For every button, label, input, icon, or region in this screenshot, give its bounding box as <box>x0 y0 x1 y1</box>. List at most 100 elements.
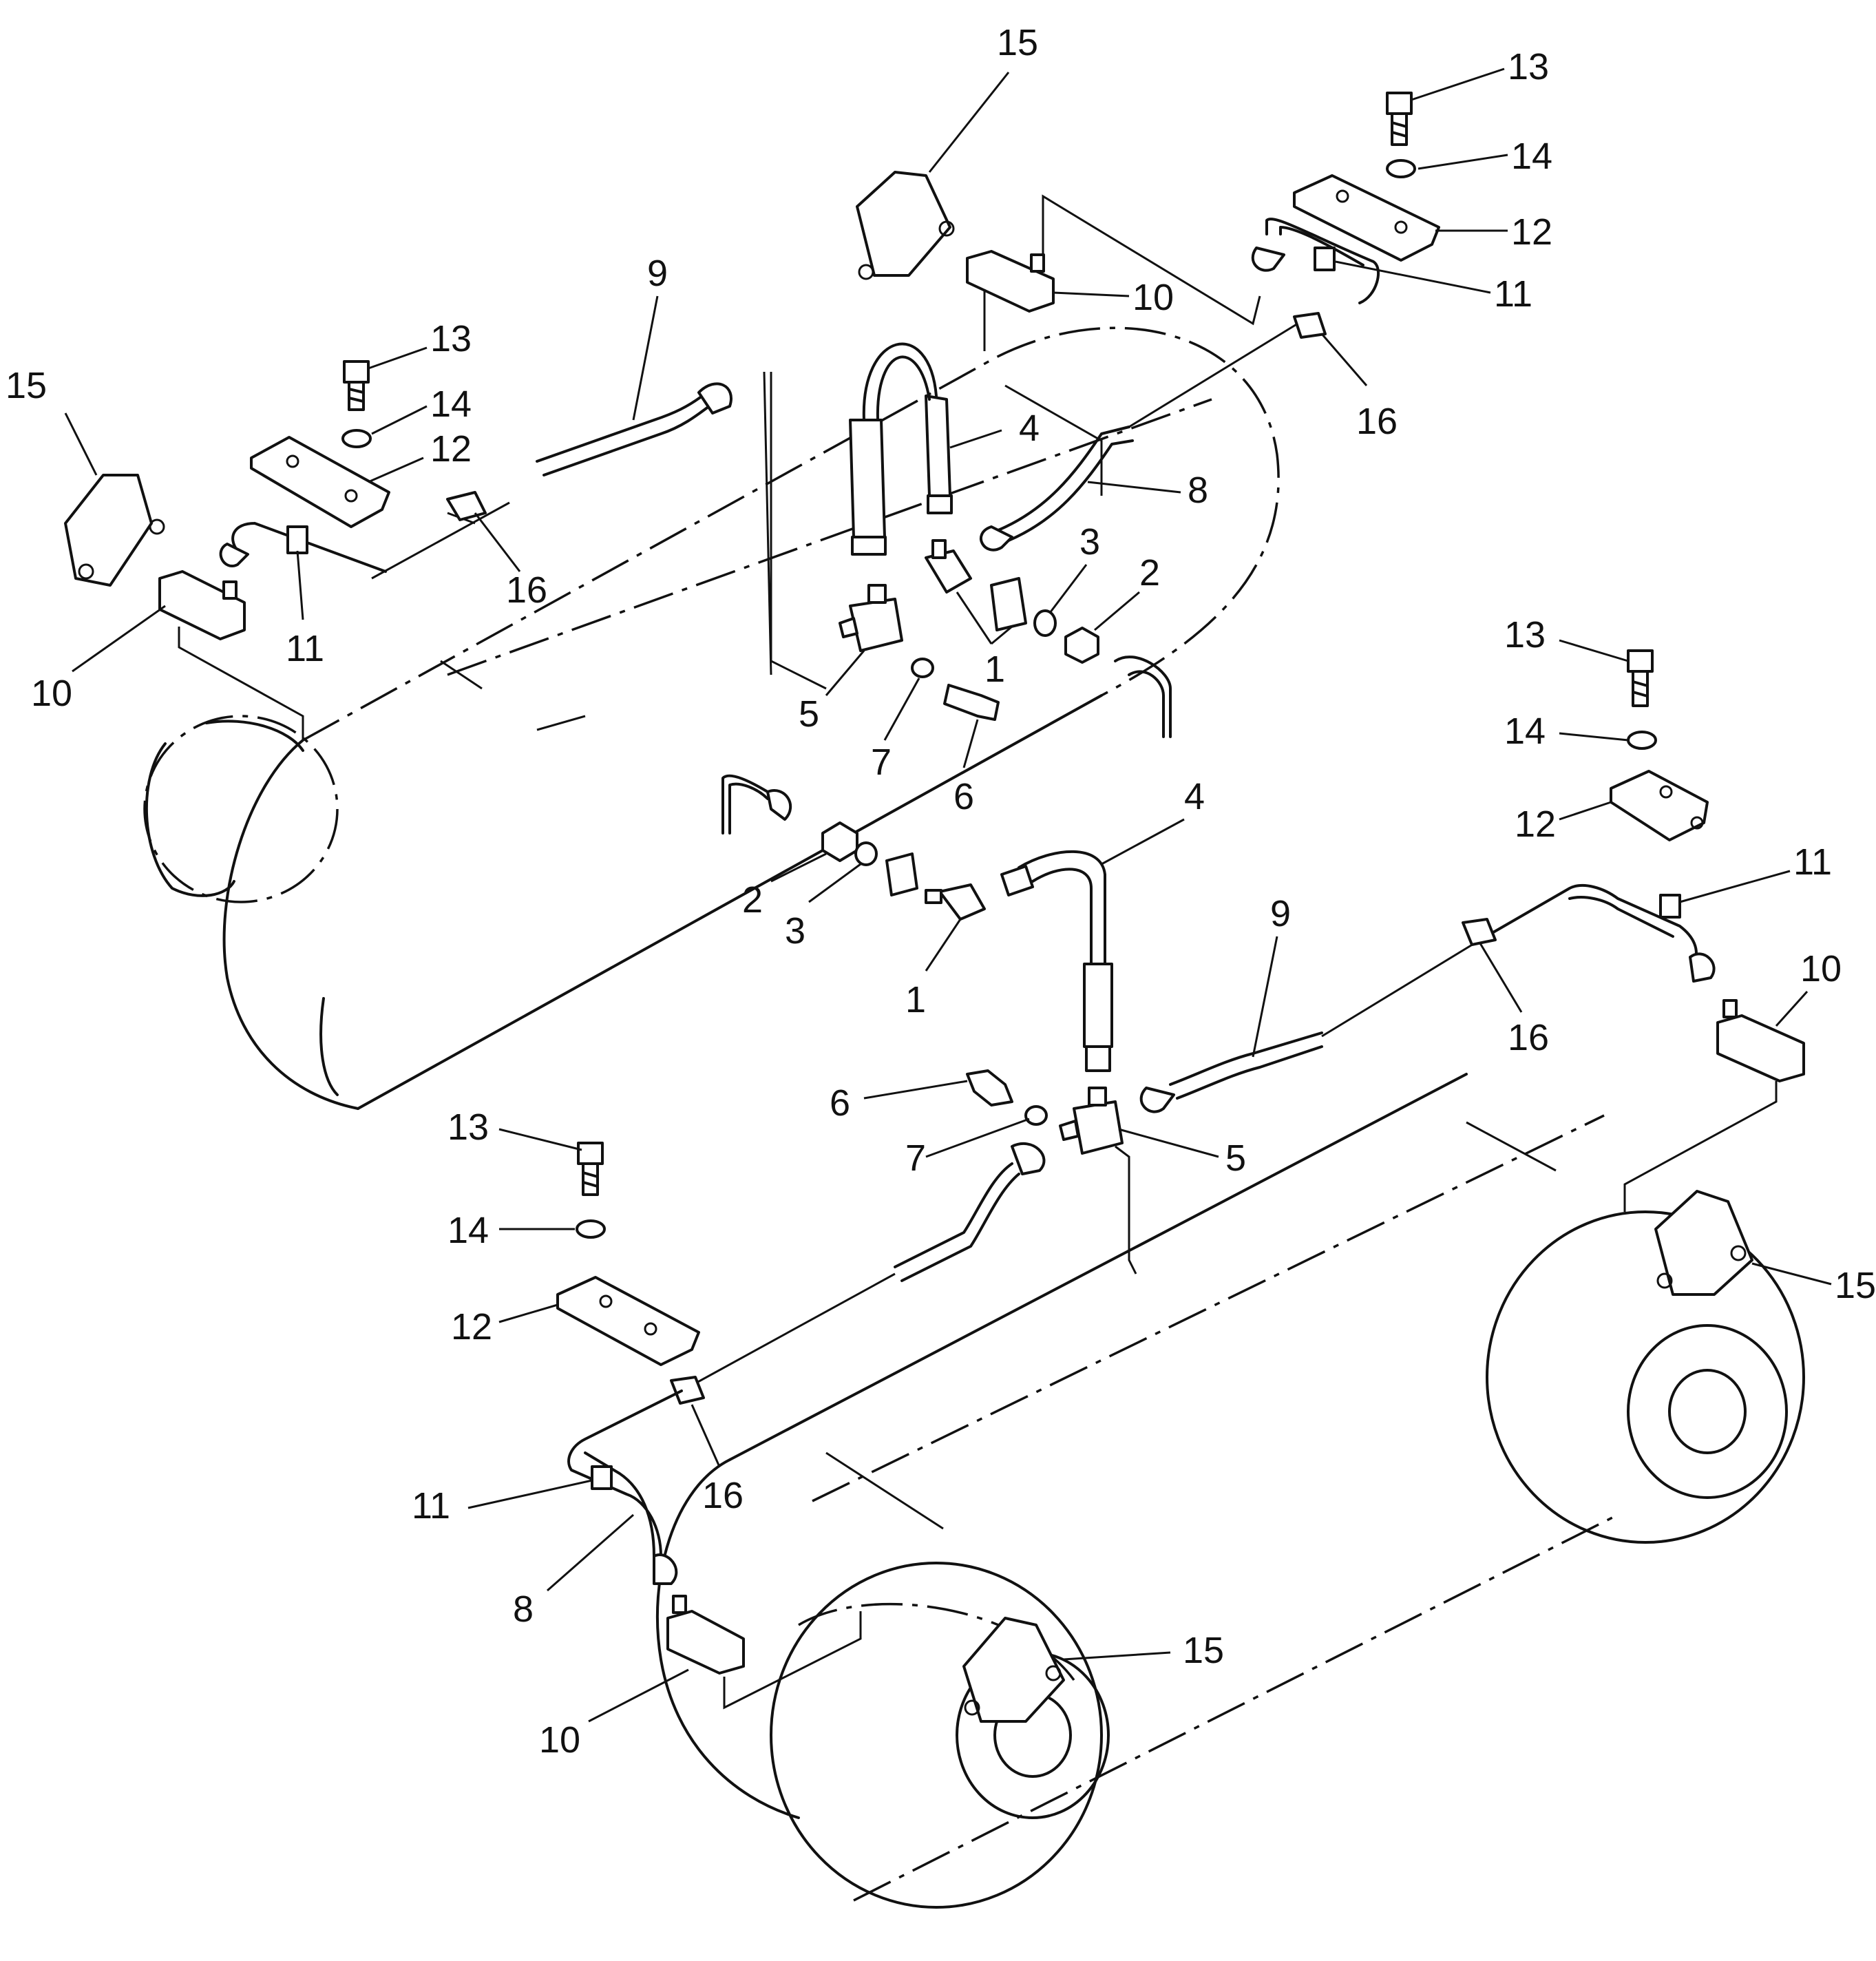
callout-11d: 11 <box>412 1485 450 1527</box>
grease-block-10-top <box>966 250 1055 313</box>
callout-7a: 7 <box>871 742 892 783</box>
callout-4a: 4 <box>1019 408 1040 449</box>
callout-3a: 3 <box>1079 521 1100 563</box>
plate-12-top-right-hole-2 <box>1394 220 1408 234</box>
lower-frame-end-left <box>655 1458 800 1819</box>
tee-5-port <box>839 617 858 638</box>
plate-12-lower-hole-2 <box>644 1322 657 1336</box>
fitting-right <box>1689 952 1716 983</box>
lower-frame-panel <box>825 1121 1557 1530</box>
clip-16-lower <box>670 1376 705 1405</box>
leader-4b <box>1101 818 1185 866</box>
washer-7-lower <box>1024 1105 1048 1126</box>
callout-7b: 7 <box>905 1137 926 1179</box>
pipe-9-upper <box>536 395 704 463</box>
lower-front-wheel-hub <box>1668 1369 1747 1454</box>
guard-15-lower <box>962 1617 1065 1723</box>
upper-frame-outline-left <box>222 739 359 1110</box>
callout-13d: 13 <box>447 1107 489 1148</box>
leader-10-to-frame <box>178 627 304 740</box>
pipe-upper-left-elbow <box>231 522 387 573</box>
leader-15a <box>64 412 98 476</box>
callout-16a: 16 <box>506 569 547 611</box>
guard-15-top <box>856 171 951 277</box>
tee-5-upper <box>849 598 903 652</box>
lower-front-wheel <box>1486 1210 1805 1544</box>
guard-15-right-hole <box>1656 1272 1673 1289</box>
upper-frame-inner-left <box>319 997 339 1096</box>
callout-10b: 10 <box>1132 277 1174 318</box>
tee-5-nipple <box>867 584 887 604</box>
leader-12c <box>1559 801 1612 821</box>
guard-15-hole-2 <box>149 518 165 535</box>
leader-14b <box>1417 154 1508 170</box>
hose-4-end-a <box>851 536 887 556</box>
plate-12-lower-hole <box>599 1294 613 1308</box>
upper-left-parts <box>64 360 390 740</box>
bolt-13-thread <box>348 381 365 411</box>
leader-5b <box>1118 1128 1219 1158</box>
pipe-right-elbow <box>1479 884 1698 965</box>
valve-1-mid-stem <box>925 889 942 904</box>
leader-8b <box>547 1513 634 1592</box>
leader-1a <box>956 591 1013 645</box>
clip-16-right <box>1462 918 1497 946</box>
callout-10d: 10 <box>539 1719 580 1761</box>
leader-11c <box>1679 870 1791 903</box>
callout-8a: 8 <box>1188 470 1208 511</box>
callout-1b: 1 <box>905 979 926 1020</box>
bolt-13-top-right-thread <box>1391 112 1408 146</box>
line-16-top-right <box>1128 322 1298 428</box>
callout-15c: 15 <box>1835 1265 1876 1306</box>
grease-nipple-top <box>1030 253 1045 273</box>
leader-14a <box>371 405 428 435</box>
leader-lines <box>64 67 1832 1723</box>
clamp-11-lower <box>591 1465 613 1490</box>
fitting-8-upper <box>979 525 1013 552</box>
callout-15d: 15 <box>1183 1630 1224 1671</box>
upper-idler-wheel-hub <box>145 742 235 897</box>
valve-1-stem <box>931 539 947 559</box>
callout-5a: 5 <box>799 693 819 735</box>
leader-1b <box>925 919 962 972</box>
pipe-9-lower <box>1169 1031 1323 1100</box>
leader-16a <box>474 512 521 572</box>
callout-labels: 15 13 14 12 11 10 16 9 4 8 3 2 1 5 7 6 1… <box>6 22 1876 1761</box>
hose-4-lower-fitting <box>1083 963 1113 1048</box>
callout-2b: 2 <box>742 879 763 921</box>
leader-4a <box>949 429 1002 449</box>
plate-12-upper-left <box>250 436 390 528</box>
washer-7-upper <box>911 658 934 678</box>
pipe-top-right-elbow <box>1265 218 1380 304</box>
hose-4-upper-right <box>925 395 951 497</box>
clip-16-top-right <box>1293 312 1327 339</box>
pipe-lower-mid <box>894 1162 1020 1282</box>
leader-11b <box>1335 260 1491 294</box>
nut-2-mid <box>821 821 858 862</box>
washer-14-upper-left <box>341 429 372 448</box>
callout-11c: 11 <box>1793 841 1832 883</box>
leader-13a <box>368 346 428 370</box>
hose-4-loop-b <box>876 355 931 421</box>
valve-1-mid <box>938 883 986 921</box>
plate-12-right-hole <box>1659 785 1673 799</box>
hose-4-loop <box>862 342 938 421</box>
callout-13a: 13 <box>430 318 472 359</box>
leader-7a <box>883 678 920 741</box>
leader-13d <box>498 1128 582 1151</box>
pipe-8-upper-b <box>1007 439 1134 542</box>
lower-frame-top <box>728 1073 1468 1461</box>
callout-6a: 6 <box>953 776 974 817</box>
right-mid-parts <box>1462 649 1805 1296</box>
lower-rear-wheel-inner <box>798 1602 1075 1681</box>
fitting-lower-left <box>653 1553 678 1585</box>
callout-12d: 12 <box>451 1306 492 1347</box>
callout-12a: 12 <box>430 428 472 470</box>
grease-block-10-lower <box>666 1610 745 1675</box>
upper-right-parts <box>856 92 1440 428</box>
pipe-9-guide <box>763 371 772 675</box>
leader-12d <box>498 1303 558 1323</box>
leader-13c <box>1559 639 1629 662</box>
leader-16b <box>1320 333 1368 386</box>
